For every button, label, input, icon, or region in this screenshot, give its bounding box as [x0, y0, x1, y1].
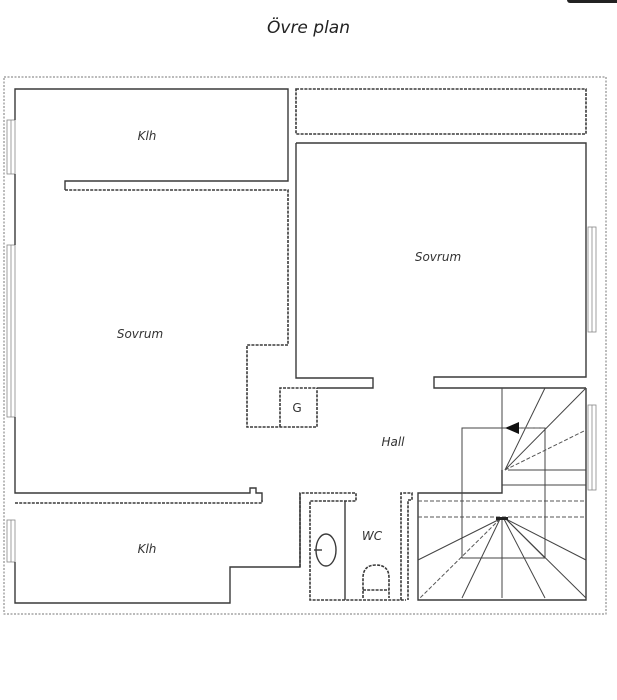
room-label-klh-top: Klh	[138, 129, 157, 143]
window-right-top	[587, 226, 597, 333]
room-label-sovrum-right: Sovrum	[415, 250, 461, 264]
stair-direction-arrow-icon	[505, 422, 519, 434]
wall-g-closet	[279, 387, 317, 427]
room-label-wc: WC	[362, 529, 383, 543]
wall-klh-top	[14, 88, 289, 190]
room-label-sovrum-left: Sovrum	[117, 327, 163, 341]
wall-klh-bottom	[14, 493, 301, 604]
room-label-hall: Hall	[381, 435, 405, 449]
plan-title: Övre plan	[267, 18, 350, 38]
corner-mark	[567, 0, 617, 3]
toilet-icon	[362, 564, 390, 598]
wall-sovrum-left-outer	[14, 174, 263, 500]
room-label-g: G	[292, 401, 301, 415]
wall-wc	[299, 492, 406, 601]
window-left-top	[6, 119, 16, 175]
window-left-bottom	[6, 519, 16, 563]
wall-sovrum-right-left	[295, 143, 374, 389]
wall-wc-right	[400, 492, 413, 600]
wall-closet-top-right	[295, 88, 587, 135]
staircase	[417, 387, 587, 601]
outer-boundary	[3, 76, 607, 615]
wall-klh-bottom-top	[15, 500, 263, 504]
window-right-bottom	[587, 404, 597, 491]
window-left-middle	[6, 244, 16, 418]
room-label-klh-bottom: Klh	[138, 542, 157, 556]
wall-sovrum-right	[296, 142, 587, 389]
wall-sovrum-left	[65, 189, 318, 428]
